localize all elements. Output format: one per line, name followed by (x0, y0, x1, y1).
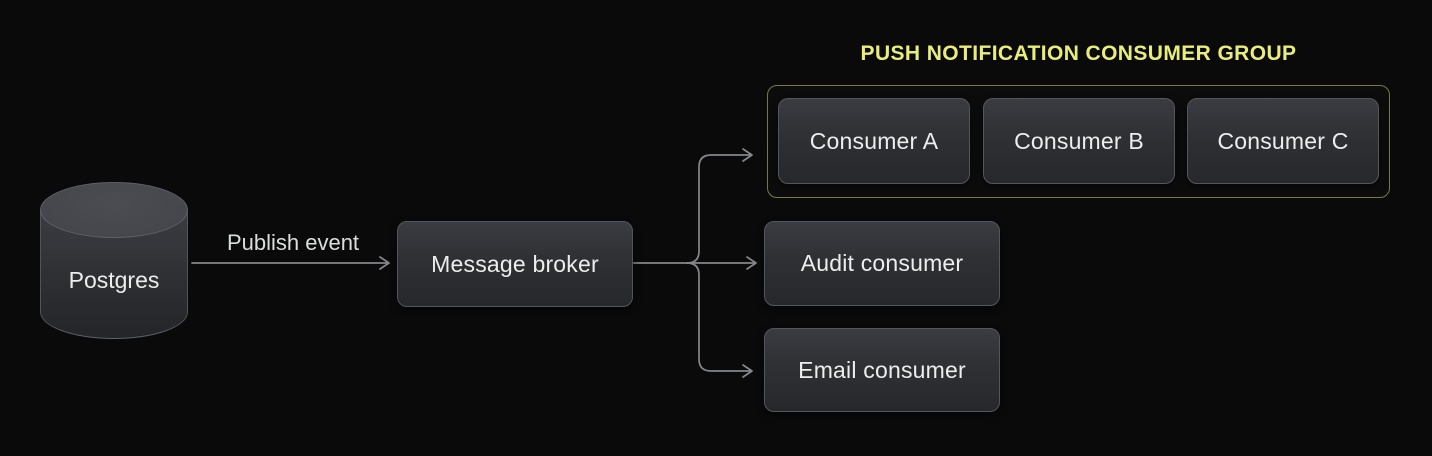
node-audit-consumer: Audit consumer (764, 221, 1000, 306)
postgres-cylinder-top (40, 182, 188, 238)
node-consumer-c: Consumer C (1187, 98, 1379, 184)
node-consumer-a-label: Consumer A (809, 127, 939, 154)
node-email-consumer-label: Email consumer (798, 356, 966, 383)
arrowhead-group (742, 148, 753, 162)
node-consumer-a: Consumer A (778, 98, 970, 184)
node-consumer-b: Consumer B (983, 98, 1175, 184)
node-postgres-label: Postgres (68, 266, 160, 293)
node-audit-consumer-label: Audit consumer (800, 250, 964, 276)
node-message-broker: Message broker (397, 221, 633, 307)
arrowhead-audit (746, 256, 757, 270)
arrowhead-broker (379, 256, 390, 270)
edge-broker-email (686, 262, 752, 372)
arrowhead-email (742, 364, 753, 378)
node-consumer-b-label: Consumer B (1014, 127, 1144, 154)
node-email-consumer: Email consumer (764, 328, 1000, 412)
node-consumer-c-label: Consumer C (1217, 127, 1349, 154)
consumer-group-title: PUSH NOTIFICATION CONSUMER GROUP (860, 42, 1297, 65)
edge-broker-group (686, 154, 752, 264)
node-message-broker-label: Message broker (431, 250, 599, 277)
edge-label-publish-event: Publish event (226, 230, 360, 255)
